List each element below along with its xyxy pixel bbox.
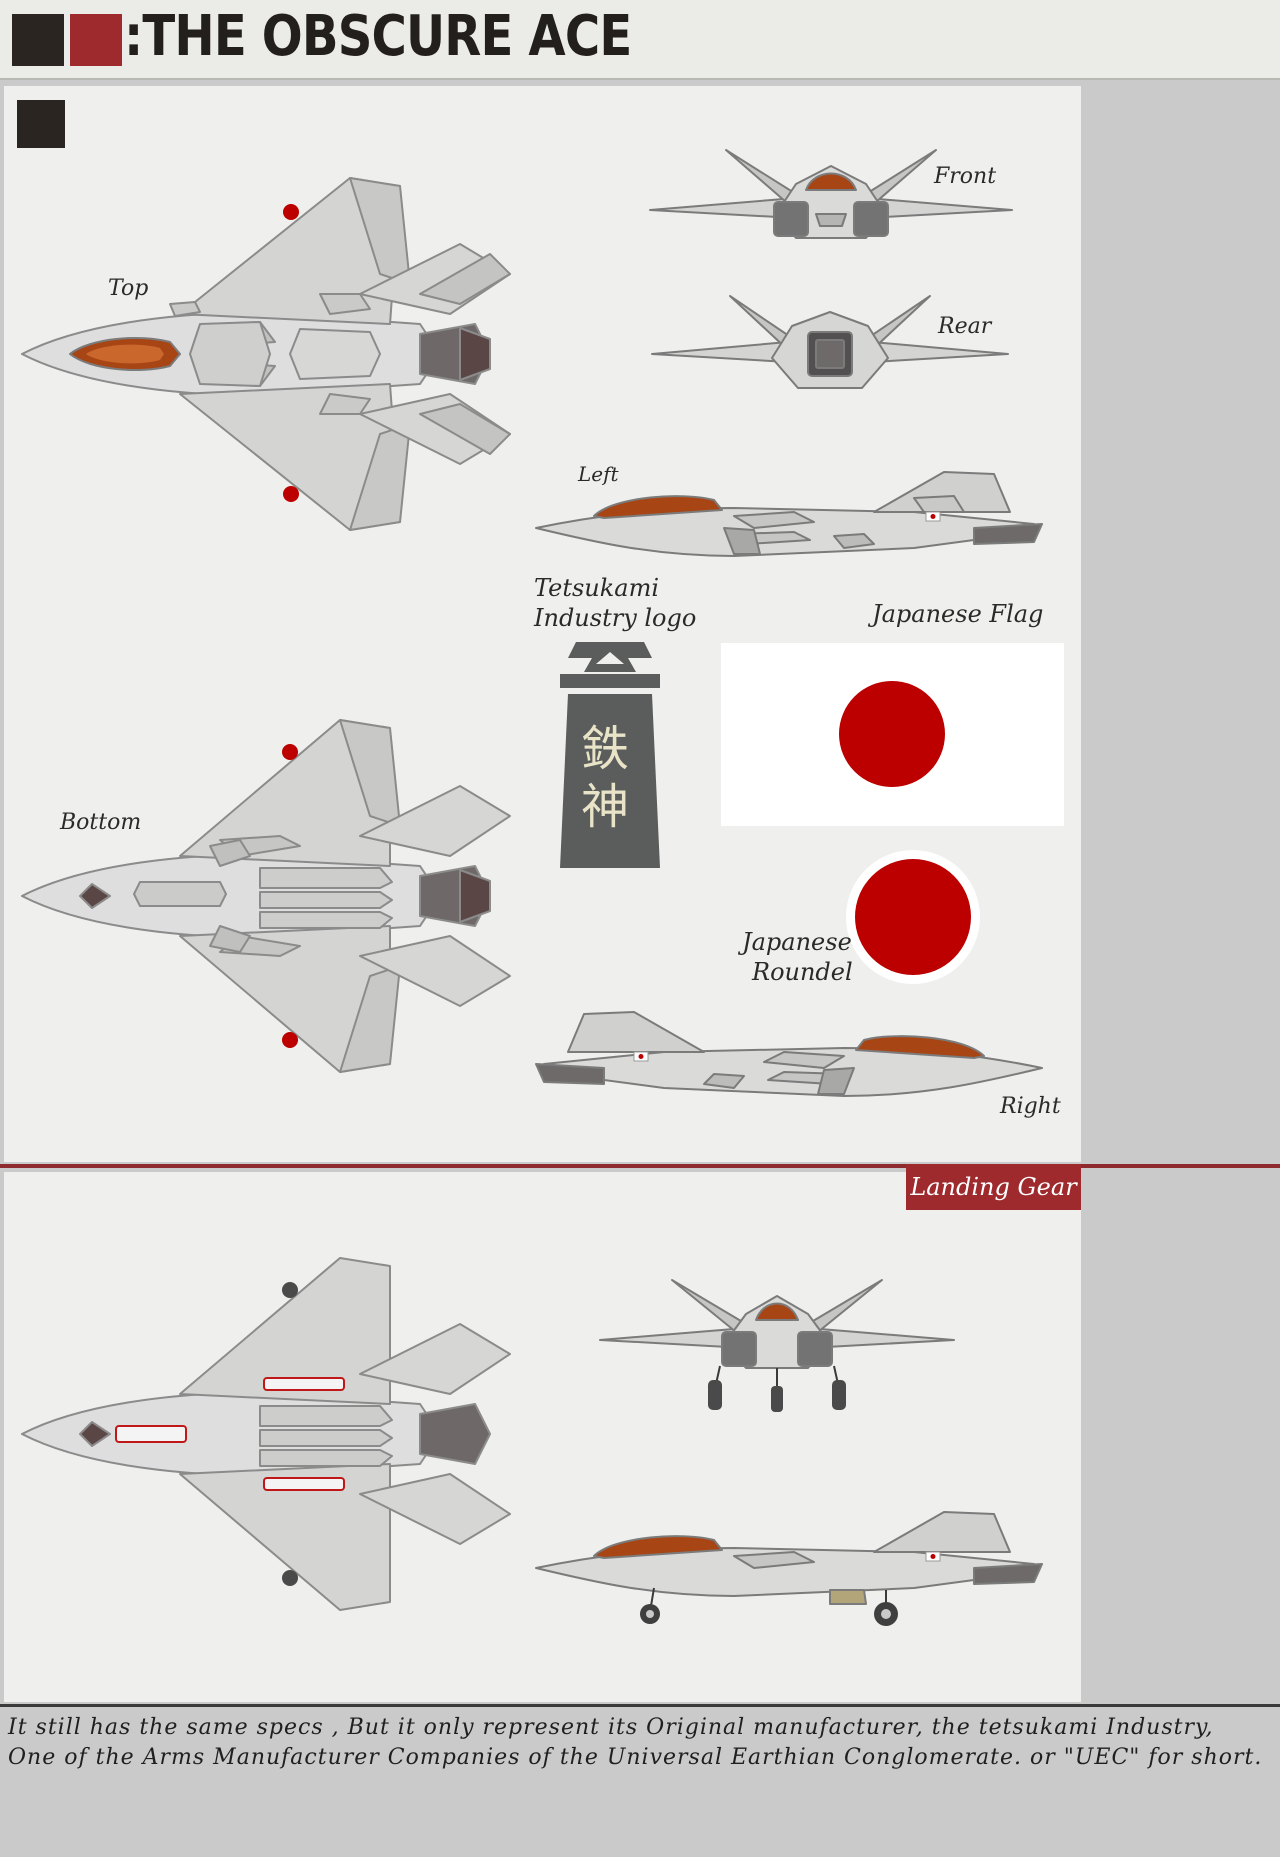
header-dark-swatch (12, 14, 64, 66)
caption-line-1: It still has the same specs , But it onl… (8, 1715, 1214, 1740)
japanese-roundel (846, 850, 980, 984)
jet-left-view (535, 471, 1043, 557)
flag-label: Japanese Flag (872, 600, 1044, 628)
logo-kanji: 鉄神 (581, 721, 630, 835)
view-label-front: Front (934, 164, 997, 189)
jet-gear-left-view (535, 1511, 1043, 1626)
tetsukami-logo-icon (560, 642, 660, 868)
jet-bottom-view (21, 719, 511, 1073)
view-label-top: Top (108, 276, 149, 301)
section-divider (0, 1164, 1280, 1168)
view-label-bottom: Bottom (60, 810, 142, 835)
caption-strip: It still has the same specs , But it onl… (0, 1704, 1280, 1857)
roundel-label-line2: Roundel (752, 958, 853, 986)
jet-top-view (21, 177, 511, 531)
caption-line-2: One of the Arms Manufacturer Companies o… (8, 1745, 1263, 1770)
logo-caption-line1: Tetsukami (534, 574, 660, 602)
view-label-left: Left (578, 462, 619, 486)
view-label-right: Right (1000, 1094, 1061, 1119)
landing-gear-tab: Landing Gear (906, 1164, 1081, 1210)
header-red-swatch (70, 14, 122, 66)
jet-gear-front-view (599, 1279, 955, 1412)
logo-caption-line2: Industry logo (534, 604, 697, 632)
jet-gear-bottom-view (21, 1257, 511, 1611)
japanese-flag (721, 643, 1064, 826)
view-label-rear: Rear (938, 314, 992, 339)
page-title: :THE OBSCURE ACE (124, 4, 632, 69)
jet-front-view (649, 149, 1013, 239)
flag-sun-disc (839, 681, 945, 787)
roundel-disc (855, 859, 971, 975)
header-bar: :THE OBSCURE ACE (0, 0, 1280, 80)
jet-right-view (535, 1011, 1043, 1097)
jet-rear-view (651, 295, 1009, 389)
panel-corner-swatch (17, 100, 65, 148)
roundel-label-line1: Japanese (742, 928, 852, 956)
